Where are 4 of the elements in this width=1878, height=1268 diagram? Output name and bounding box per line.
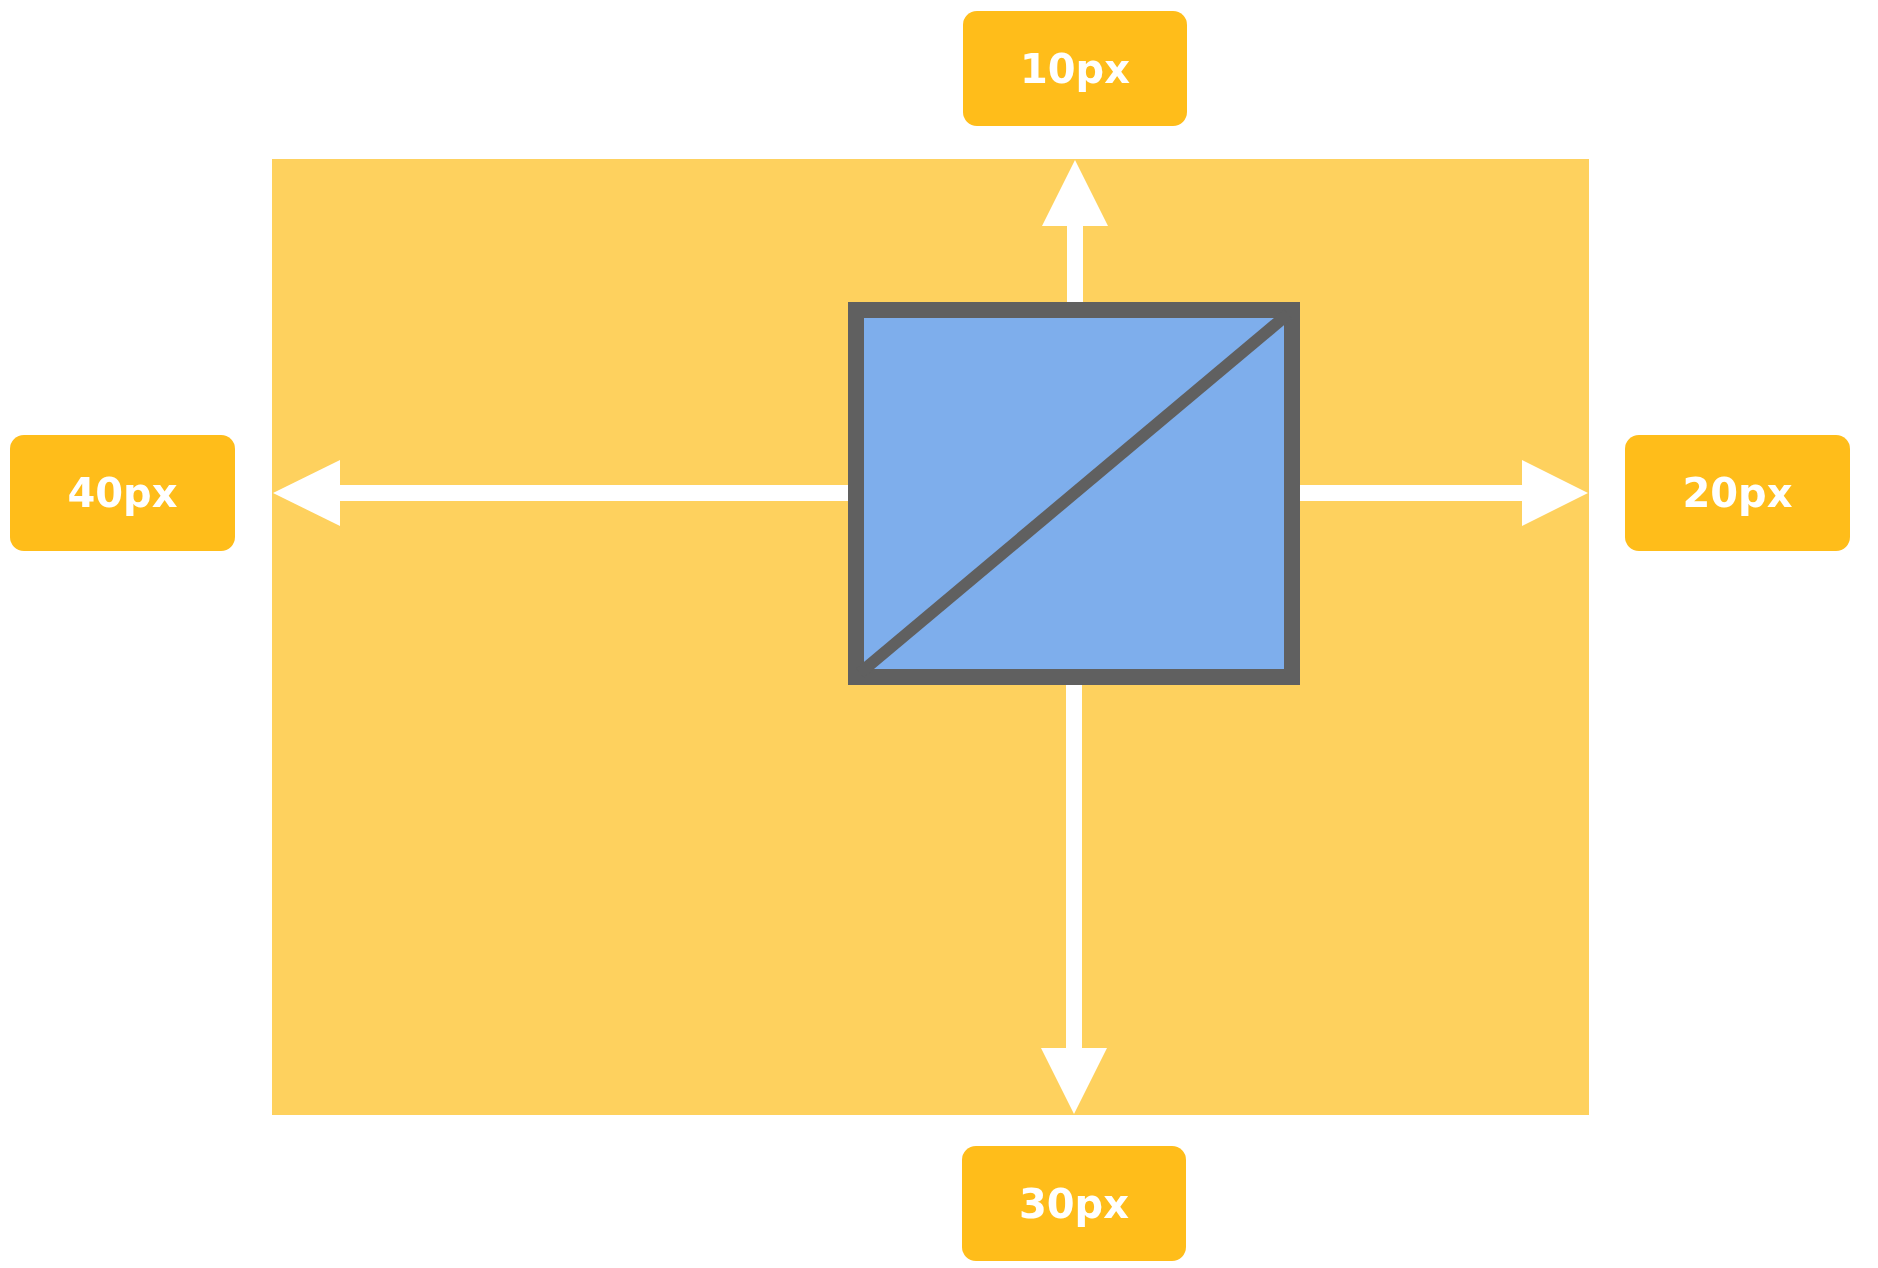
value-badge: 40px [10,435,235,551]
value-badge: 30px [962,1146,1186,1261]
value-badge: 20px [1625,435,1850,551]
value-badge: 10px [963,11,1187,126]
